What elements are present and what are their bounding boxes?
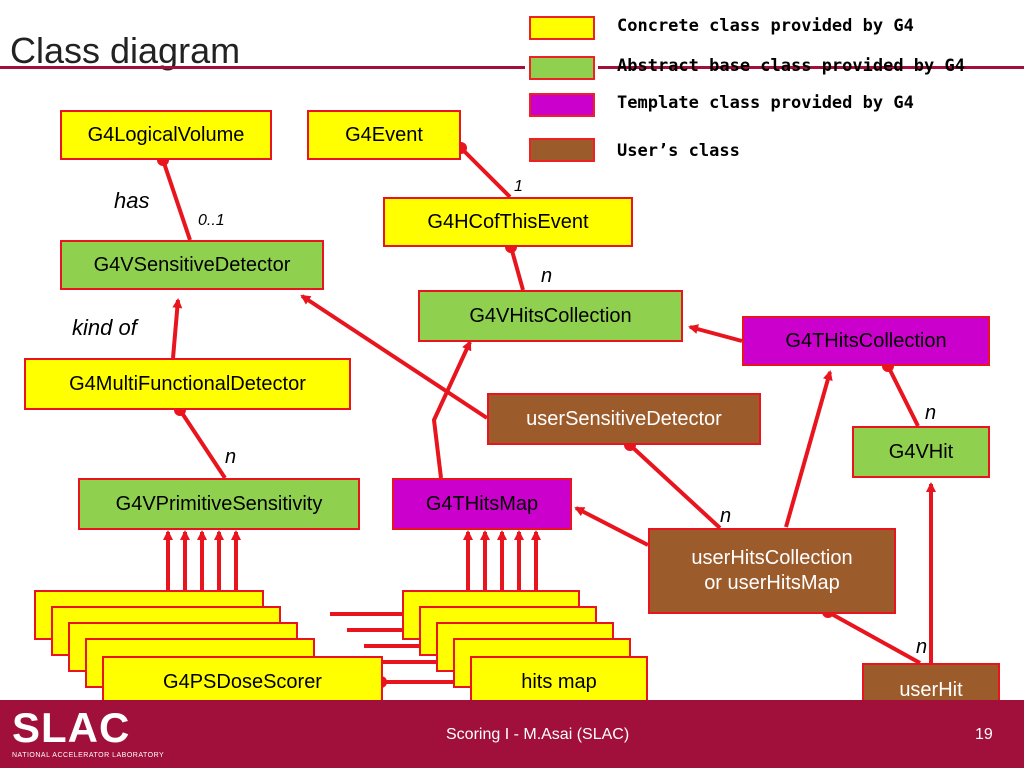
relation-has: has — [114, 188, 150, 213]
line-mfd-prim — [178, 408, 227, 480]
legend-label-abstract: Abstract base class provided by G4 — [617, 56, 965, 76]
legend-swatch-concrete — [529, 16, 595, 40]
class-label: G4LogicalVolume — [87, 123, 245, 146]
class-hits-map[interactable]: hits map — [470, 656, 648, 708]
line-uhc-uhit — [827, 610, 921, 665]
class-label: G4MultiFunctionalDetector — [69, 372, 306, 395]
class-label: G4HCofThisEvent — [427, 210, 589, 233]
page-number: 19 — [975, 726, 993, 743]
class-g4vhit[interactable]: G4VHit — [852, 426, 990, 478]
class-label-line1: userHitsCollection — [691, 547, 853, 569]
arrow-usersd-vsd — [300, 294, 489, 420]
class-label: G4THitsMap — [425, 492, 539, 515]
class-g4thitscollection[interactable]: G4THitsCollection — [742, 316, 990, 366]
class-label: userHit — [899, 678, 963, 701]
legend-swatch-user — [529, 138, 595, 162]
class-userhitscollection[interactable]: userHitsCollection or userHitsMap — [648, 528, 896, 614]
class-g4multifunctionaldetector[interactable]: G4MultiFunctionalDetector — [24, 358, 351, 410]
line-thc-vhit — [886, 365, 920, 427]
class-label: G4VHitsCollection — [469, 304, 632, 327]
legend-label-concrete: Concrete class provided by G4 — [617, 16, 914, 36]
class-usersensitivedetector[interactable]: userSensitiveDetector — [487, 393, 761, 445]
footer-caption: Scoring I - M.Asai (SLAC) — [446, 726, 630, 743]
class-g4hcofthisevent[interactable]: G4HCofThisEvent — [383, 197, 633, 247]
class-g4psdosescorer[interactable]: G4PSDoseScorer — [102, 656, 383, 708]
multiplicity-zero-one: 0..1 — [198, 212, 225, 229]
slac-logo-subtitle: NATIONAL ACCELERATOR LABORATORY — [12, 752, 165, 759]
line-has — [161, 159, 192, 241]
class-label: userSensitiveDetector — [526, 407, 722, 430]
class-label-line2: or userHitsMap — [704, 572, 840, 594]
arrow-kind-of — [171, 298, 183, 359]
arrow-thc-vhc — [688, 324, 743, 343]
class-label: G4PSDoseScorer — [163, 670, 322, 693]
legend-label-template: Template class provided by G4 — [617, 93, 914, 113]
class-g4logicalvolume[interactable]: G4LogicalVolume — [60, 110, 272, 160]
multiplicity-one-event: 1 — [514, 178, 523, 195]
multiplicity-n-userhit: n — [916, 636, 928, 658]
line-hc-vhits — [509, 246, 525, 291]
slac-logo: SLAC — [12, 704, 131, 751]
class-g4vhitscollection[interactable]: G4VHitsCollection — [418, 290, 683, 342]
title-rule-right — [598, 66, 1024, 69]
class-g4vprimitivesensitivity[interactable]: G4VPrimitiveSensitivity — [78, 478, 360, 530]
multiplicity-n-userhitscoll: n — [720, 505, 732, 527]
relation-kind-of: kind of — [72, 315, 137, 340]
slide-title: Class diagram — [10, 30, 241, 71]
class-label: G4VHit — [888, 440, 954, 463]
title-rule — [0, 66, 525, 69]
legend-swatch-template — [529, 93, 595, 117]
arrow-uhc-thm — [574, 506, 649, 547]
multiplicity-n-primitive: n — [225, 446, 237, 468]
line-event-hc — [459, 146, 512, 199]
class-label: G4VPrimitiveSensitivity — [115, 492, 323, 515]
arrow-thm-vhc — [431, 340, 472, 479]
class-g4thitsmap[interactable]: G4THitsMap — [392, 478, 572, 530]
multiplicity-n-vhit: n — [925, 402, 937, 424]
line-usersd-uhc — [628, 443, 722, 530]
class-g4vsensitivedetector[interactable]: G4VSensitiveDetector — [60, 240, 324, 290]
footer-bar — [0, 700, 1024, 768]
class-label: hits map — [521, 670, 597, 693]
legend-label-user: User’s class — [617, 141, 740, 161]
legend-swatch-abstract — [529, 56, 595, 80]
arrow-uhc-thc — [784, 370, 833, 528]
class-g4event[interactable]: G4Event — [307, 110, 461, 160]
multiplicity-n-hc: n — [541, 265, 553, 287]
class-label: G4Event — [345, 123, 423, 146]
class-label: G4VSensitiveDetector — [93, 253, 291, 276]
class-label: G4THitsCollection — [785, 329, 947, 352]
